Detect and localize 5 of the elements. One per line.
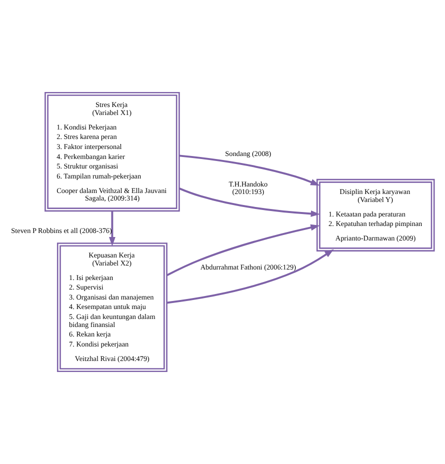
arrow [108,211,116,246]
arrow [166,224,320,276]
arrow [178,188,320,217]
arrow [179,154,320,186]
arrow [166,249,334,304]
